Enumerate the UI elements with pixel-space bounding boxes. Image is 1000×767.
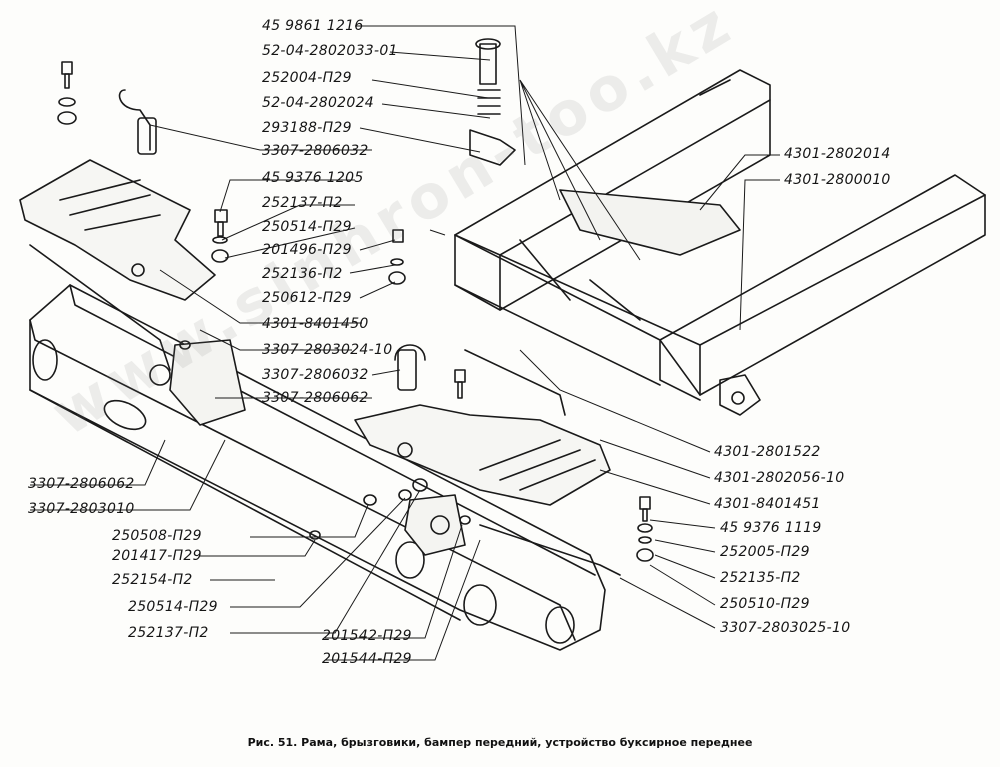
part-label: 4301-2800010 — [784, 172, 891, 188]
part-label: 3307-2803024-10 — [262, 342, 393, 358]
part-label: 252137-П2 — [128, 625, 209, 641]
part-label: 250612-П29 — [262, 290, 352, 306]
part-label: 45 9861 1216 — [262, 18, 364, 34]
part-label: 201417-П29 — [112, 548, 202, 564]
part-label: 250514-П29 — [262, 219, 352, 235]
part-label: 293188-П29 — [262, 120, 352, 136]
leader-lines — [30, 25, 780, 661]
mud-guard-left — [19, 159, 216, 301]
part-label: 250510-П29 — [720, 596, 810, 612]
part-label: 3307-2803025-10 — [720, 620, 851, 636]
part-label: 45 9376 1205 — [262, 170, 364, 186]
part-label: 250514-П29 — [128, 599, 218, 615]
part-label: 4301-2802014 — [784, 146, 891, 162]
part-label: 4301-2802056-10 — [714, 470, 845, 486]
front-bumper — [29, 284, 606, 651]
part-label: 3307-2806062 — [262, 390, 369, 406]
part-label: 252004-П29 — [262, 70, 352, 86]
part-label: 4301-8401451 — [714, 496, 821, 512]
part-label: 3307-2806062 — [28, 476, 135, 492]
frame-cross-member — [454, 234, 701, 386]
part-label: 52-04-2802024 — [262, 95, 374, 111]
part-label: 201542-П29 — [322, 628, 412, 644]
part-label: 252005-П29 — [720, 544, 810, 560]
part-label: 252154-П2 — [112, 572, 193, 588]
part-label: 252135-П2 — [720, 570, 801, 586]
mud-guard-right — [354, 404, 611, 506]
fasteners — [57, 61, 654, 562]
part-label: 201496-П29 — [262, 242, 352, 258]
part-label: 45 9376 1119 — [720, 520, 822, 536]
part-label: 252137-П2 — [262, 195, 343, 211]
part-label: 250508-П29 — [112, 528, 202, 544]
part-label: 3307-2803010 — [28, 501, 135, 517]
part-label: 4301-2801522 — [714, 444, 821, 460]
part-label: 52-04-2802033-01 — [262, 43, 398, 59]
figure-caption: Рис. 51. Рама, брызговики, бампер передн… — [247, 736, 753, 749]
part-label: 4301-8401450 — [262, 316, 369, 332]
part-label: 252136-П2 — [262, 266, 343, 282]
part-label: 3307-2806032 — [262, 143, 369, 159]
part-label: 201544-П29 — [322, 651, 412, 667]
part-label: 3307-2806032 — [262, 367, 369, 383]
